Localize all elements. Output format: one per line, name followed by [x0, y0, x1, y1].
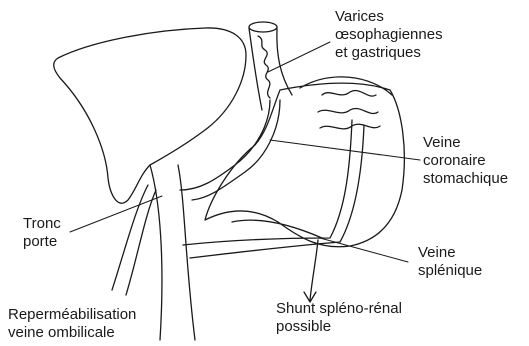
label-repermeab: Reperméabilisation veine ombilicale — [8, 306, 136, 342]
oesophagus-opening — [249, 22, 277, 32]
coronary-vein-wall — [192, 100, 280, 200]
spleno-renal-shunt — [310, 240, 318, 300]
portal-trunk-right — [178, 165, 195, 340]
coronary-vein — [180, 100, 270, 190]
label-tronc: Tronc porte — [23, 215, 61, 251]
gastric-varices — [318, 90, 380, 128]
oesophageal-varices — [258, 36, 270, 98]
umbilical-vein — [112, 185, 148, 290]
label-coronaire: Veine coronaire stomachique — [423, 134, 508, 188]
label-splenique: Veine splénique — [418, 244, 482, 280]
umbilical-vein-wall — [126, 190, 156, 295]
label-varices: Varices œsophagiennes et gastriques — [335, 8, 443, 62]
oesophagus-left-wall — [249, 28, 262, 110]
pointer-coronaire — [270, 140, 420, 160]
stomach-greater-curve — [232, 220, 322, 238]
label-shunt: Shunt spléno-rénal possible — [276, 300, 402, 336]
stomach-fundus — [300, 77, 392, 95]
